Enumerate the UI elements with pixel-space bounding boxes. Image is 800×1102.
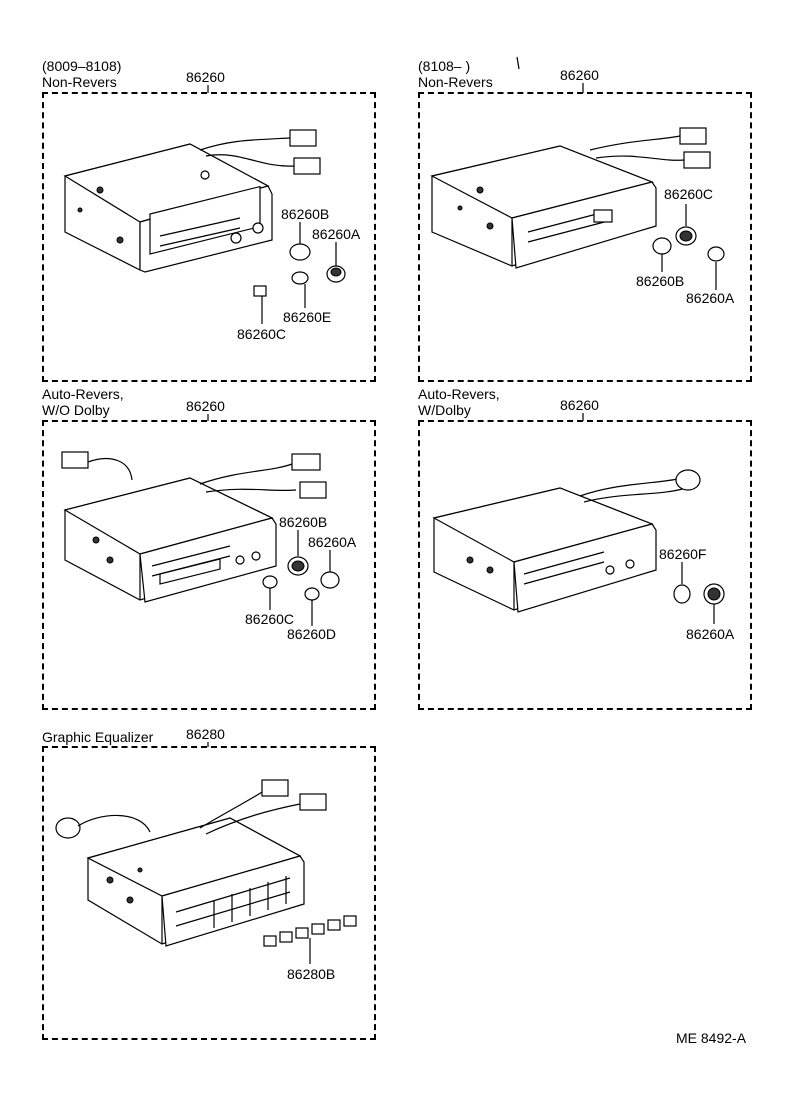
panel-4-part-86260F: 86260F: [659, 546, 707, 562]
panel-3-caption-line-2: W/O Dolby: [42, 402, 110, 418]
panel-4-caption-line-1: Auto-Revers,: [418, 386, 500, 402]
panel-3-part-86260D: 86260D: [287, 626, 337, 642]
panel-5-wiring: [55, 779, 327, 839]
panel-4-wiring: [579, 469, 701, 503]
panel-1-assembly-number: 86260: [186, 69, 225, 85]
panel-2-part-86260B: 86260B: [636, 273, 685, 289]
panel-3-part-86260C: 86260C: [245, 611, 295, 627]
panel-5-slider-knobs: [263, 915, 357, 964]
panel-1-knobs: [253, 222, 346, 324]
panel-2-part-86260C: 86260C: [664, 186, 714, 202]
panel-1-caption-line-1: (8009–8108): [42, 58, 122, 74]
panel-3-wiring: [61, 451, 327, 499]
panel-3-knobs: [262, 530, 340, 626]
panel-4-head-unit: [432, 487, 657, 613]
footer-code: ME 8492-A: [676, 1030, 747, 1046]
panel-3-part-86260A: 86260A: [308, 534, 357, 550]
panel-1-part-86260E: 86260E: [283, 309, 332, 325]
panel-3-frame: [42, 420, 376, 710]
panel-5-frame: [42, 746, 376, 1040]
panel-1-head-unit: [63, 143, 273, 273]
panel-3-head-unit: [63, 477, 277, 603]
panel-5-caption-line-1: Graphic Equalizer: [42, 729, 154, 745]
panel-3-assembly-number: 86260: [186, 398, 225, 414]
panel-4-assembly-number: 86260: [560, 397, 599, 413]
panel-5-equalizer-unit: [86, 817, 305, 947]
panel-4-caption-line-2: W/Dolby: [418, 402, 471, 418]
panel-2-assembly-number: 86260: [560, 67, 599, 83]
panel-2-wiring: [589, 127, 711, 169]
panel-2-knobs: [652, 204, 725, 290]
panel-1-caption-line-2: Non-Revers: [42, 74, 117, 90]
panel-1-wiring: [199, 129, 321, 175]
panel-2-part-86260A: 86260A: [686, 290, 735, 306]
panel-4-knobs: [673, 562, 725, 624]
panel-4-part-86260A: 86260A: [686, 626, 735, 642]
panel-1-frame: [42, 92, 376, 382]
panel-3-caption-line-1: Auto-Revers,: [42, 386, 124, 402]
panel-4-frame: [418, 420, 752, 710]
panel-1-part-86260C: 86260C: [237, 326, 287, 342]
panel-3-part-86260B: 86260B: [279, 514, 328, 530]
panel-5-assembly-number: 86280: [186, 726, 225, 742]
panel-2-caption-line-2: Non-Revers: [418, 74, 493, 90]
panel-1-part-86260A: 86260A: [312, 226, 361, 242]
panel-2-caption-line-1: (8108– ): [418, 58, 471, 74]
panel-2-head-unit: [430, 145, 657, 269]
panel-2-frame: [418, 92, 752, 382]
panel-2-caption-bracket: [516, 56, 520, 70]
panel-5-part-86280B: 86280B: [287, 966, 336, 982]
panel-1-part-86260B: 86260B: [281, 206, 330, 222]
